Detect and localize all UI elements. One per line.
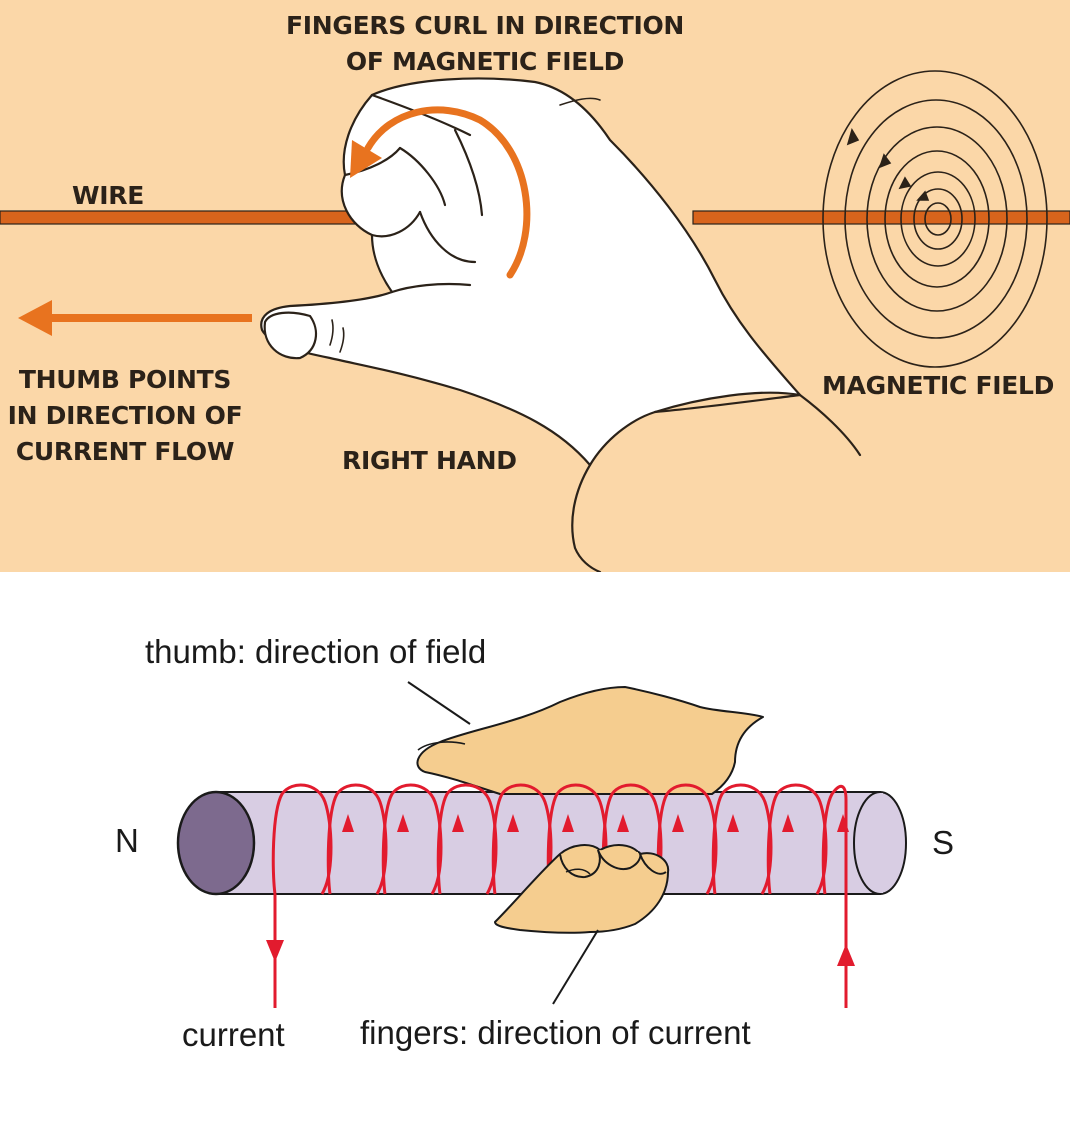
magnetic-field-rings-icon <box>822 70 1048 368</box>
rod-north-end <box>176 790 256 896</box>
solenoid-right-hand-illustration <box>176 681 907 1008</box>
magnetic-field-label: MAGNETIC FIELD <box>822 371 1055 400</box>
wire-label: WIRE <box>72 181 145 210</box>
thumb-points-label-line2: IN DIRECTION OF <box>7 401 243 430</box>
bottom-diagram-panel: thumb: direction of field N S current fi… <box>0 572 1070 1128</box>
thumb-points-label-line3: CURRENT FLOW <box>15 437 235 466</box>
right-hand-label: RIGHT HAND <box>342 446 517 475</box>
fingers-pointer-line <box>552 929 599 1005</box>
thumb-direction-label: thumb: direction of field <box>145 633 487 670</box>
current-up-arrow-icon <box>837 944 855 966</box>
lower-hand-icon <box>494 844 670 934</box>
fingers-direction-label: fingers: direction of current <box>360 1014 751 1051</box>
current-label: current <box>182 1016 285 1053</box>
upper-hand-icon <box>416 686 764 795</box>
thumb-points-label: THUMB POINTS IN DIRECTION OF CURRENT FLO… <box>0 362 250 470</box>
coil-winding <box>271 783 848 1008</box>
south-pole-label: S <box>932 824 955 861</box>
fingers-curl-label-line2: OF MAGNETIC FIELD <box>345 47 625 76</box>
coil-direction-arrows <box>266 814 855 966</box>
right-hand-wire-illustration <box>0 70 1070 572</box>
curl-direction-arrow-icon <box>350 106 531 279</box>
north-pole-label: N <box>115 822 139 859</box>
thumb-points-label-line1: THUMB POINTS <box>18 365 232 394</box>
fingers-curl-label: FINGERS CURL IN DIRECTION OF MAGNETIC FI… <box>270 8 700 80</box>
top-diagram-panel: FINGERS CURL IN DIRECTION OF MAGNETIC FI… <box>0 0 1070 572</box>
right-hand-icon <box>260 77 862 572</box>
thumb-pointer-line <box>407 681 471 725</box>
fingers-curl-label-line1: FINGERS CURL IN DIRECTION <box>285 11 685 40</box>
wire-right-segment <box>692 210 1070 225</box>
current-flow-arrow-icon <box>18 300 252 336</box>
current-down-arrow-icon <box>266 940 284 962</box>
